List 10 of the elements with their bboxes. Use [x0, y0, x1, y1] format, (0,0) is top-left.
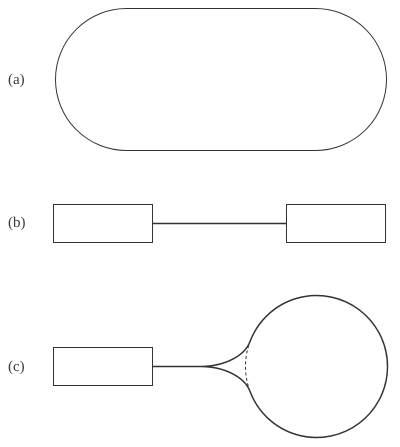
panel-label: (a): [8, 71, 25, 90]
rectangle-shape: [53, 204, 153, 243]
panel-label: (c): [8, 358, 25, 377]
flared-connector: [152, 340, 251, 392]
panel-label: (b): [8, 214, 26, 233]
rectangle-shape: [286, 204, 386, 243]
circle-shape: [244, 294, 389, 439]
capsule-shape: [55, 8, 387, 151]
rectangle-shape: [53, 347, 153, 386]
connector-line: [153, 222, 286, 224]
